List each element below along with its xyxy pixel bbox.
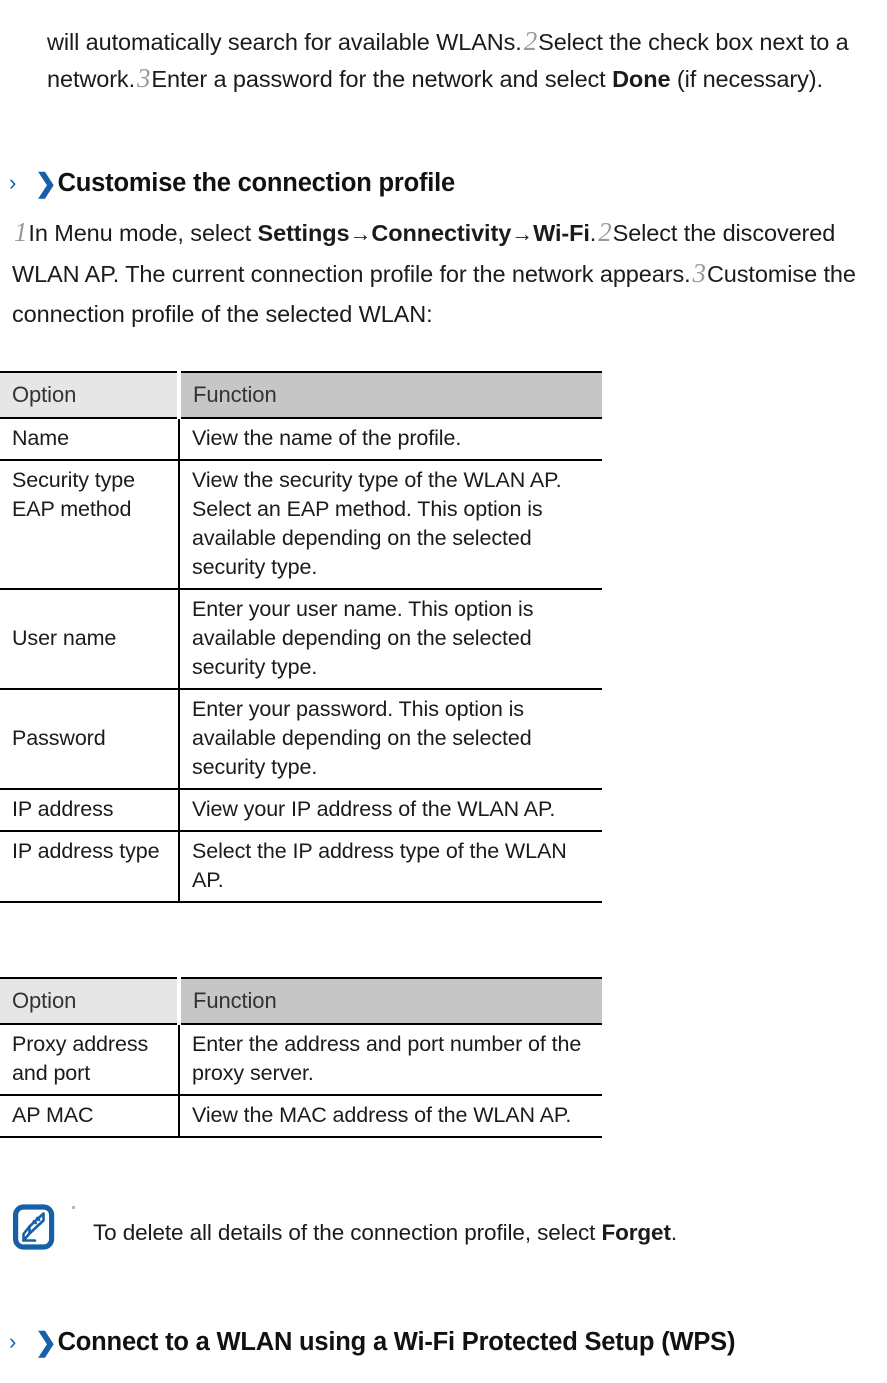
note-pen-icon	[13, 1204, 55, 1250]
intro-segment-3: Enter a password for the network and sel…	[151, 65, 606, 92]
table-row: User name Enter your user name. This opt…	[0, 588, 602, 690]
table-row: Name View the name of the profile.	[0, 417, 602, 461]
instructions-segment-1: In Menu mode, select	[28, 219, 252, 246]
table-row: IP address View your IP address of the W…	[0, 788, 602, 832]
table-row: Proxy address and port Enter the address…	[0, 1023, 602, 1096]
intro-segment-2: Select the check box next to a network.	[47, 28, 849, 92]
menu-path-wifi: Wi-Fi	[533, 219, 590, 246]
arrow-right-icon-1: →	[349, 220, 372, 246]
option-cell: Security type EAP method	[0, 459, 180, 590]
function-cell: View the security type of the WLAN AP. S…	[179, 459, 602, 590]
heading-text: Connect to a WLAN using a Wi-Fi Protecte…	[57, 1328, 736, 1357]
function-cell: View your IP address of the WLAN AP.	[179, 788, 602, 832]
arrow-right-icon-2: →	[511, 220, 534, 246]
function-cell: Enter the address and port number of the…	[179, 1023, 602, 1096]
options-table-1: Option Function Name View the name of th…	[0, 371, 602, 903]
option-cell: IP address type	[0, 830, 180, 903]
step-number-3: 3	[137, 62, 151, 93]
menu-path-connectivity: Connectivity	[371, 219, 512, 246]
instructions-paragraph: 1In Menu mode, select Settings→Connectiv…	[12, 213, 872, 334]
print-speck	[72, 1206, 75, 1209]
note-bold-forget: Forget	[601, 1220, 671, 1245]
table-row: Password Enter your password. This optio…	[0, 688, 602, 790]
intro-segment-4: (if necessary).	[676, 65, 823, 92]
heading-connect-wlan-wps: › ❯ Connect to a WLAN using a Wi-Fi Prot…	[9, 1326, 879, 1358]
function-cell: View the name of the profile.	[179, 417, 602, 461]
step-number-1: 1	[14, 216, 28, 247]
column-header-function: Function	[179, 371, 602, 419]
column-header-function: Function	[179, 977, 602, 1025]
note-text-after: .	[670, 1220, 678, 1245]
table-header-row: Option Function	[0, 977, 602, 1025]
option-cell: Password	[0, 688, 180, 790]
chevron-right-bold-icon: ❯	[35, 168, 57, 199]
option-cell: AP MAC	[0, 1094, 180, 1138]
instructions-segment-4: Customise the connection profile of the …	[12, 260, 856, 327]
heading-text: Customise the connection profile	[57, 169, 456, 198]
chevron-right-bold-icon: ❯	[35, 1327, 57, 1358]
option-cell: Name	[0, 417, 180, 461]
intro-bold-done: Done	[612, 65, 671, 92]
table-row: AP MAC View the MAC address of the WLAN …	[0, 1094, 602, 1138]
option-cell: Proxy address and port	[0, 1023, 180, 1096]
instructions-segment-2: .	[589, 219, 597, 246]
column-header-option: Option	[0, 371, 181, 419]
option-cell: IP address	[0, 788, 180, 832]
function-cell: Select the IP address type of the WLAN A…	[179, 830, 602, 903]
table-row: Security type EAP method View the securi…	[0, 459, 602, 590]
step-number-2: 2	[523, 25, 538, 56]
table-header-row: Option Function	[0, 371, 602, 419]
step-number-2b: 2	[598, 216, 612, 247]
function-cell: View the MAC address of the WLAN AP.	[179, 1094, 602, 1138]
table-row: IP address type Select the IP address ty…	[0, 830, 602, 903]
chevron-right-thin-icon: ›	[9, 170, 17, 196]
options-table-2: Option Function Proxy address and port E…	[0, 977, 602, 1138]
note-callout: To delete all details of the connection …	[13, 1198, 873, 1250]
intro-paragraph: will automatically search for available …	[47, 24, 887, 98]
step-number-3b: 3	[692, 257, 707, 288]
menu-path-settings: Settings	[257, 219, 350, 246]
note-text: To delete all details of the connection …	[93, 1198, 677, 1250]
intro-segment-1: will automatically search for available …	[47, 28, 522, 55]
function-cell: Enter your password. This option is avai…	[179, 688, 602, 790]
chevron-right-thin-icon: ›	[9, 1329, 17, 1355]
note-text-before: To delete all details of the connection …	[93, 1220, 596, 1245]
heading-customise-connection-profile: › ❯ Customise the connection profile	[9, 167, 869, 199]
column-header-option: Option	[0, 977, 181, 1025]
option-cell: User name	[0, 588, 180, 690]
function-cell: Enter your user name. This option is ava…	[179, 588, 602, 690]
instructions-segment-3: Select the discovered WLAN AP. The curre…	[12, 219, 836, 287]
